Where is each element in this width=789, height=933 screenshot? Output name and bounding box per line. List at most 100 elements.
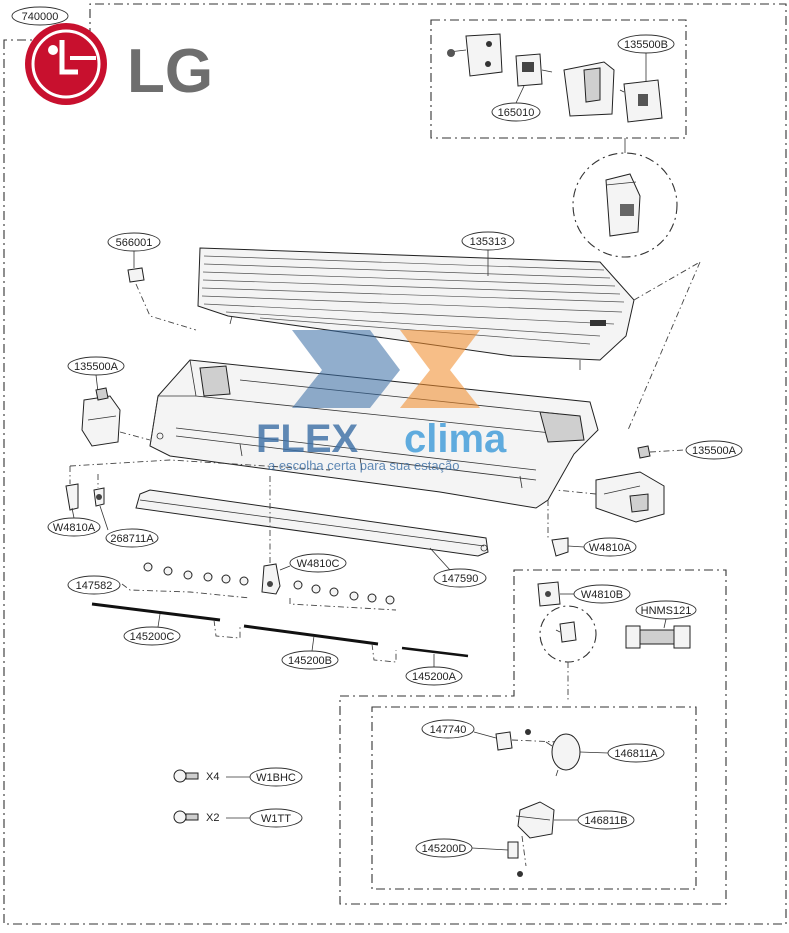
vane-links-left <box>143 562 249 586</box>
callout-w4810b: W4810B <box>560 584 631 604</box>
leader-clip <box>135 283 197 331</box>
svg-text:X4: X4 <box>206 771 219 783</box>
assembly-border <box>3 3 787 925</box>
leader-vanes-right <box>289 598 397 611</box>
leader-right-cover-clip <box>649 449 685 453</box>
callout-145200d: 145200D <box>415 838 509 858</box>
watermark-flex: FLEX <box>256 417 359 461</box>
leader-left-cover <box>119 431 151 441</box>
lg-wordmark: LG <box>127 37 213 106</box>
callout-135500b: 135500B <box>617 34 675 82</box>
svg-text:W1BHC: W1BHC <box>256 772 296 784</box>
svg-text:147740: 147740 <box>430 724 467 736</box>
callout-145200c: 145200C <box>123 613 181 646</box>
callout-146811a: 146811A <box>579 743 665 763</box>
screw-w1tt: X2 W1TT <box>173 808 303 828</box>
callout-145200a: 145200A <box>405 654 463 686</box>
right-bracket <box>551 537 569 557</box>
svg-text:145200B: 145200B <box>288 655 332 667</box>
motor-outer-box <box>339 569 727 905</box>
clip-part <box>127 267 145 283</box>
svg-text:135313: 135313 <box>470 236 507 248</box>
svg-text:145200D: 145200D <box>422 843 467 855</box>
main-chassis <box>149 359 599 509</box>
leader-vanes-left <box>121 583 251 599</box>
svg-text:145200C: 145200C <box>130 631 175 643</box>
svg-text:146811B: 146811B <box>584 815 627 827</box>
svg-text:W1TT: W1TT <box>261 813 291 825</box>
svg-text:W4810C: W4810C <box>297 558 340 570</box>
svg-text:147582: 147582 <box>76 580 113 592</box>
harness <box>625 625 691 649</box>
leader-shaft-mid <box>371 643 397 663</box>
watermark-clima: clima <box>404 417 507 461</box>
flexclima-watermark: FLEX clima a escolha certa para sua esta… <box>256 330 507 473</box>
callout-147740: 147740 <box>421 719 497 739</box>
shaft-right <box>401 646 469 658</box>
svg-text:W4810A: W4810A <box>589 542 632 554</box>
callout-268711a: 268711A <box>99 505 159 548</box>
screw-w1bhc: X4 W1BHC <box>173 767 303 787</box>
motor <box>545 733 581 777</box>
detail-motor-part <box>555 621 577 643</box>
callout-740000: 740000 <box>11 6 69 26</box>
svg-text:147590: 147590 <box>442 573 479 585</box>
callout-hnms121: HNMS121 <box>635 600 697 629</box>
callout-165010: 165010 <box>491 85 541 122</box>
detail-bracket <box>605 173 641 237</box>
svg-text:W4810B: W4810B <box>581 589 623 601</box>
leader-coupler-motor <box>511 739 559 743</box>
svg-text:146811A: 146811A <box>614 748 658 760</box>
watermark-tagline: a escolha certa para sua estação <box>268 458 460 473</box>
callout-135313: 135313 <box>461 231 515 276</box>
callout-w4810c: W4810C <box>279 553 347 573</box>
kit-bracket <box>447 33 503 77</box>
motor-bracket <box>537 581 561 607</box>
small-shaft <box>507 835 527 877</box>
callout-146811b: 146811B <box>554 810 635 830</box>
front-grille <box>197 247 635 370</box>
svg-text:145200A: 145200A <box>412 671 457 683</box>
leader-right-cover <box>555 489 597 495</box>
leader-shaft-left <box>213 619 241 639</box>
svg-text:X2: X2 <box>206 812 219 824</box>
callout-135500a-right: 135500A <box>685 440 743 460</box>
svg-text:135500A: 135500A <box>74 361 119 373</box>
detail-circle-top <box>572 152 678 258</box>
coupler <box>495 731 513 751</box>
callout-135500a-left: 135500A <box>67 356 125 393</box>
kit-plate <box>619 79 663 123</box>
leader-grille-right <box>627 261 701 431</box>
top-kit-box <box>430 19 687 139</box>
center-motor-bracket <box>261 563 281 595</box>
callout-145200b: 145200B <box>281 635 339 670</box>
kit-connector <box>515 53 553 87</box>
callout-w4810a-left: W4810A <box>47 507 101 537</box>
motor-screw <box>525 729 531 735</box>
lg-logo: LG <box>25 23 213 106</box>
vane-links-right <box>293 580 395 605</box>
svg-text:268711A: 268711A <box>110 533 154 545</box>
shaft-mid <box>243 624 379 646</box>
svg-text:135500B: 135500B <box>624 39 668 51</box>
leader-left-bracket <box>69 459 331 471</box>
leader-grille-circle <box>633 261 701 301</box>
motor-b <box>515 801 555 839</box>
svg-text:HNMS121: HNMS121 <box>641 605 692 617</box>
svg-text:165010: 165010 <box>498 107 535 119</box>
svg-text:W4810A: W4810A <box>53 522 96 534</box>
left-side-cover <box>81 387 121 447</box>
kit-box <box>563 61 615 117</box>
svg-text:740000: 740000 <box>22 11 59 23</box>
left-bracket <box>65 483 79 511</box>
svg-text:135500A: 135500A <box>692 445 737 457</box>
motor-inner-box <box>371 706 697 890</box>
callout-566001: 566001 <box>107 232 161 268</box>
callout-w4810a-right: W4810A <box>567 537 637 557</box>
right-side-cover <box>595 445 665 523</box>
louver <box>135 489 489 557</box>
svg-text:566001: 566001 <box>116 237 153 249</box>
left-hook <box>93 487 105 507</box>
callout-147582: 147582 <box>67 575 121 595</box>
